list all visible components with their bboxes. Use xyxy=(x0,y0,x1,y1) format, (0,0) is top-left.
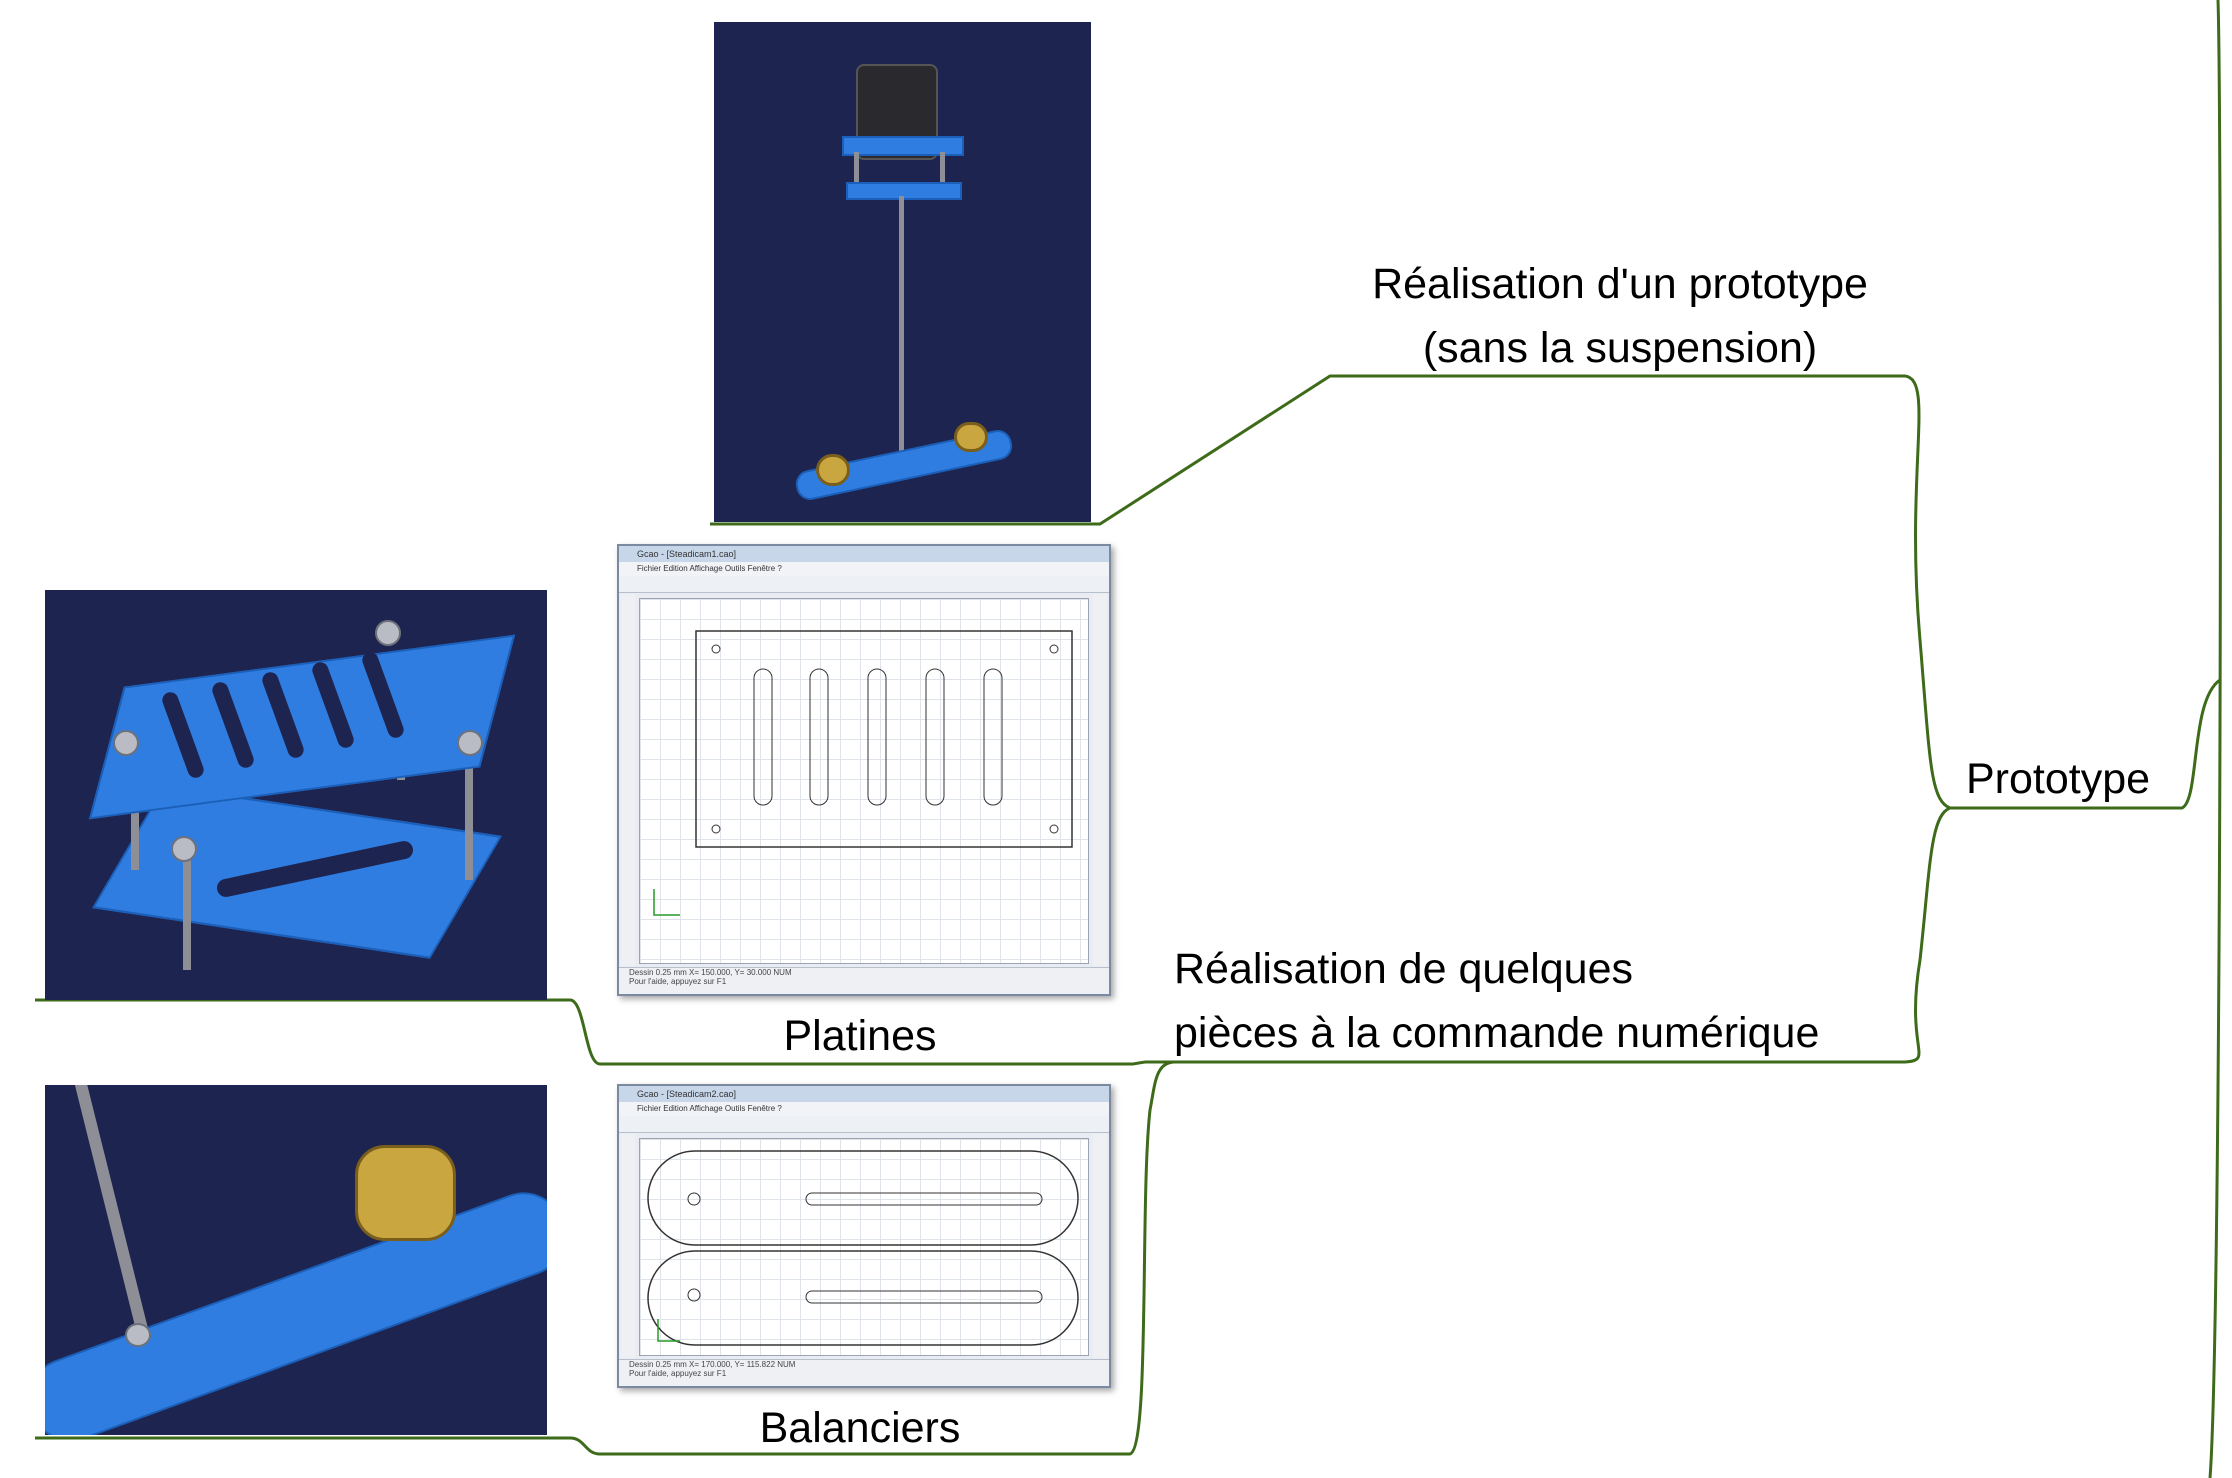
cad-drawing-canvas[interactable] xyxy=(639,598,1089,964)
cad-status-text: Dessin 0.25 mm X= 150.000, Y= 30.000 NUM xyxy=(629,968,792,977)
cad-title: Gcao - [Steadicam2.cao] xyxy=(619,1086,1109,1102)
upper-plate-shape xyxy=(88,634,516,820)
nut-2 xyxy=(375,620,401,646)
cad-status-text: Dessin 0.25 mm X= 170.000, Y= 115.822 NU… xyxy=(629,1360,796,1369)
bottom-plate-shape xyxy=(846,182,962,200)
nut-1 xyxy=(113,730,139,756)
balancier-drawing xyxy=(647,1150,1079,1346)
cad-left-toolbox[interactable] xyxy=(621,1134,635,1358)
plate-rod-left xyxy=(854,152,859,192)
central-rod xyxy=(899,196,904,466)
connector-prototype-to-realisation xyxy=(710,374,1951,810)
cad-statusbar: Dessin 0.25 mm X= 150.000, Y= 30.000 NUM… xyxy=(619,967,1109,994)
plate-rod-2 xyxy=(183,840,191,970)
cad-toolbar[interactable] xyxy=(619,1116,1109,1133)
cad-status-hint: Pour l'aide, appuyez sur F1 xyxy=(629,1369,727,1378)
connector-root-to-prototype xyxy=(1950,678,2221,810)
branch-realisation-line1: Réalisation d'un prototype xyxy=(1372,260,1868,308)
connector-prototype-to-cnc xyxy=(1175,806,1951,1064)
cad-right-toolbox[interactable] xyxy=(1093,1134,1107,1358)
cad-left-toolbox[interactable] xyxy=(621,594,635,966)
connector-cnc-to-balanciers xyxy=(35,1060,1176,1456)
top-plate-shape xyxy=(842,136,964,156)
branch-realisation-line2: (sans la suspension) xyxy=(1422,324,1818,372)
root-node-prototype[interactable]: Prototype xyxy=(1966,755,2151,803)
branch-cnc-parts[interactable]: Réalisation de quelques pièces à la comm… xyxy=(1174,937,1819,1065)
cad-menubar[interactable]: Fichier Edition Affichage Outils Fenêtre… xyxy=(619,562,1109,576)
caption-balanciers: Balanciers xyxy=(759,1404,961,1452)
cad-toolbar[interactable] xyxy=(619,576,1109,593)
plate-rod-3 xyxy=(465,740,473,880)
roller-left xyxy=(816,454,850,486)
caption-platines: Platines xyxy=(783,1012,937,1060)
cad-right-toolbox[interactable] xyxy=(1093,594,1107,966)
rocker-nut xyxy=(125,1323,151,1347)
nut-4 xyxy=(171,836,197,862)
connector-cnc-to-platines xyxy=(35,998,1175,1066)
rocker-rod xyxy=(73,1085,149,1333)
roller-right xyxy=(954,422,988,452)
branch-realisation-prototype[interactable]: Réalisation d'un prototype (sans la susp… xyxy=(1330,252,1910,380)
nut-3 xyxy=(457,730,483,756)
cad-title: Gcao - [Steadicam1.cao] xyxy=(619,546,1109,562)
platine-drawing xyxy=(653,630,1073,916)
rocker-roller xyxy=(355,1145,456,1241)
cad-statusbar: Dessin 0.25 mm X= 170.000, Y= 115.822 NU… xyxy=(619,1359,1109,1386)
photo-steadicam-prototype xyxy=(714,22,1091,522)
cad-window-balanciers[interactable]: Gcao - [Steadicam2.cao] Fichier Edition … xyxy=(617,1084,1111,1388)
cad-window-platines[interactable]: Gcao - [Steadicam1.cao] Fichier Edition … xyxy=(617,544,1111,996)
cad-status-hint: Pour l'aide, appuyez sur F1 xyxy=(629,977,727,986)
plate-rod-right xyxy=(940,152,945,192)
cad-drawing-canvas[interactable] xyxy=(639,1138,1089,1356)
branch-cnc-line1: Réalisation de quelques xyxy=(1174,945,1633,993)
branch-cnc-line2: pièces à la commande numérique xyxy=(1174,1009,1820,1057)
photo-balancier xyxy=(45,1085,547,1435)
cad-menubar[interactable]: Fichier Edition Affichage Outils Fenêtre… xyxy=(619,1102,1109,1116)
connector-root-trunk xyxy=(2208,0,2222,1478)
photo-platines xyxy=(45,590,547,1000)
